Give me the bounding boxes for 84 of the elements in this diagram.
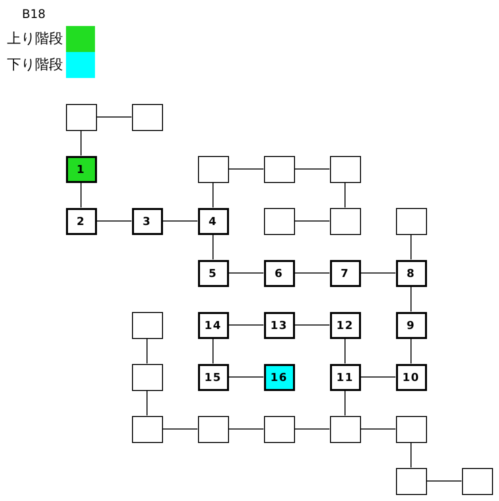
connector-line <box>80 130 82 156</box>
room-box <box>396 364 426 390</box>
connector-line <box>410 338 412 364</box>
room-box <box>396 208 426 234</box>
connector-line <box>410 286 412 312</box>
legend-label: 上り階段 <box>7 32 63 46</box>
connector-line <box>294 272 330 274</box>
room-number: 8 <box>406 268 416 278</box>
room-box <box>330 364 360 390</box>
room-box <box>330 208 360 234</box>
connector-line <box>360 376 396 378</box>
room-box <box>330 156 360 182</box>
room-box <box>198 208 228 234</box>
room-box <box>396 468 426 494</box>
connector-line <box>162 220 198 222</box>
room-number: 2 <box>76 216 86 226</box>
connector-line <box>228 272 264 274</box>
connector-line <box>294 168 330 170</box>
connector-line <box>228 428 264 430</box>
room-box <box>66 208 96 234</box>
connector-line <box>294 324 330 326</box>
room-box <box>264 156 294 182</box>
room-box <box>264 312 294 338</box>
connector-line <box>228 324 264 326</box>
room-number: 1 <box>76 164 86 174</box>
room-number: 14 <box>204 320 222 330</box>
room-number: 13 <box>270 320 288 330</box>
room-box <box>198 260 228 286</box>
connector-line <box>344 390 346 416</box>
room-box <box>396 416 426 442</box>
room-box <box>462 468 492 494</box>
room-box <box>396 260 426 286</box>
connector-line <box>228 376 264 378</box>
connector-line <box>410 442 412 468</box>
room-box <box>132 104 162 130</box>
room-box <box>330 416 360 442</box>
room-box <box>330 312 360 338</box>
connector-line <box>410 234 412 260</box>
connector-line <box>294 220 330 222</box>
room-number: 11 <box>336 372 354 382</box>
connector-line <box>146 338 148 364</box>
room-box <box>396 312 426 338</box>
room-box <box>198 312 228 338</box>
connector-line <box>212 182 214 208</box>
connector-line <box>360 428 396 430</box>
room-box <box>264 364 294 390</box>
room-box <box>264 260 294 286</box>
connector-line <box>212 338 214 364</box>
floor-title: B18 <box>22 8 46 20</box>
room-box <box>132 208 162 234</box>
legend-label: 下り階段 <box>7 58 63 72</box>
room-number: 9 <box>406 320 416 330</box>
connector-line <box>162 428 198 430</box>
connector-line <box>80 182 82 208</box>
connector-line <box>344 182 346 208</box>
room-box <box>198 416 228 442</box>
room-number: 16 <box>270 372 288 382</box>
connector-line <box>294 428 330 430</box>
room-number: 15 <box>204 372 222 382</box>
connector-line <box>426 480 462 482</box>
connector-line <box>96 220 132 222</box>
room-box <box>132 312 162 338</box>
room-box <box>198 156 228 182</box>
room-box <box>132 364 162 390</box>
room-box <box>264 208 294 234</box>
room-box <box>264 416 294 442</box>
room-number: 6 <box>274 268 284 278</box>
connector-line <box>96 116 132 118</box>
room-box <box>198 364 228 390</box>
room-number: 4 <box>208 216 218 226</box>
connector-line <box>146 390 148 416</box>
connector-line <box>228 168 264 170</box>
room-number: 12 <box>336 320 354 330</box>
connector-line <box>344 338 346 364</box>
room-number: 10 <box>402 372 420 382</box>
connector-line <box>360 272 396 274</box>
room-box <box>66 156 96 182</box>
room-number: 5 <box>208 268 218 278</box>
room-box <box>66 104 96 130</box>
room-number: 3 <box>142 216 152 226</box>
room-box <box>330 260 360 286</box>
connector-line <box>212 234 214 260</box>
room-box <box>132 416 162 442</box>
room-number: 7 <box>340 268 350 278</box>
